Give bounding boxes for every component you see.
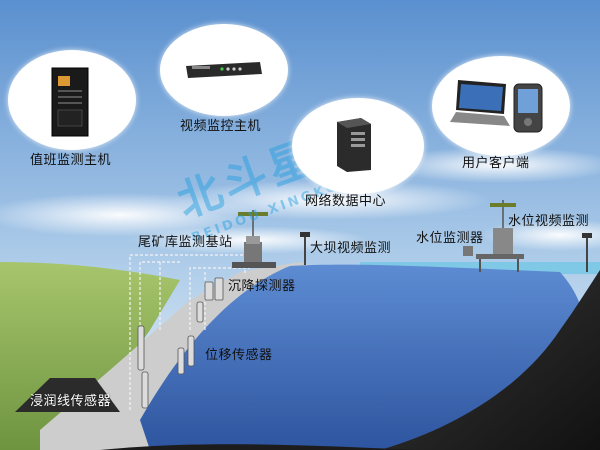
server-rack-icon bbox=[51, 67, 89, 137]
shore bbox=[100, 444, 420, 450]
tailings-station-label: 尾矿库监测基站 bbox=[138, 235, 233, 250]
reservoir-water bbox=[140, 264, 585, 450]
displacement-label: 位移传感器 bbox=[205, 348, 273, 363]
duty-host-label: 值班监测主机 bbox=[30, 153, 112, 168]
pda-phone-icon bbox=[513, 83, 543, 133]
tower-server-icon bbox=[337, 118, 371, 172]
water-video-pole bbox=[582, 233, 592, 272]
water-level-station bbox=[463, 200, 524, 272]
user-client-label: 用户客户端 bbox=[462, 156, 530, 171]
dam-video-pole bbox=[300, 232, 310, 265]
base-station-tower bbox=[232, 210, 276, 268]
video-host-label: 视频监控主机 bbox=[180, 119, 262, 134]
settlement-label: 沉降探测器 bbox=[228, 279, 296, 294]
dvr-recorder-icon bbox=[186, 62, 262, 78]
network-center-label: 网络数据中心 bbox=[305, 194, 387, 209]
laptop-icon bbox=[450, 80, 510, 126]
water-level-label: 水位监测器 bbox=[416, 231, 484, 246]
dam-video-label: 大坝视频监测 bbox=[310, 241, 392, 256]
seepage-label: 浸润线传感器 bbox=[30, 394, 112, 409]
water-video-label: 水位视频监测 bbox=[508, 214, 590, 229]
right-hill bbox=[380, 270, 600, 450]
seepage-base bbox=[15, 378, 120, 412]
sensor-rods bbox=[137, 277, 224, 409]
